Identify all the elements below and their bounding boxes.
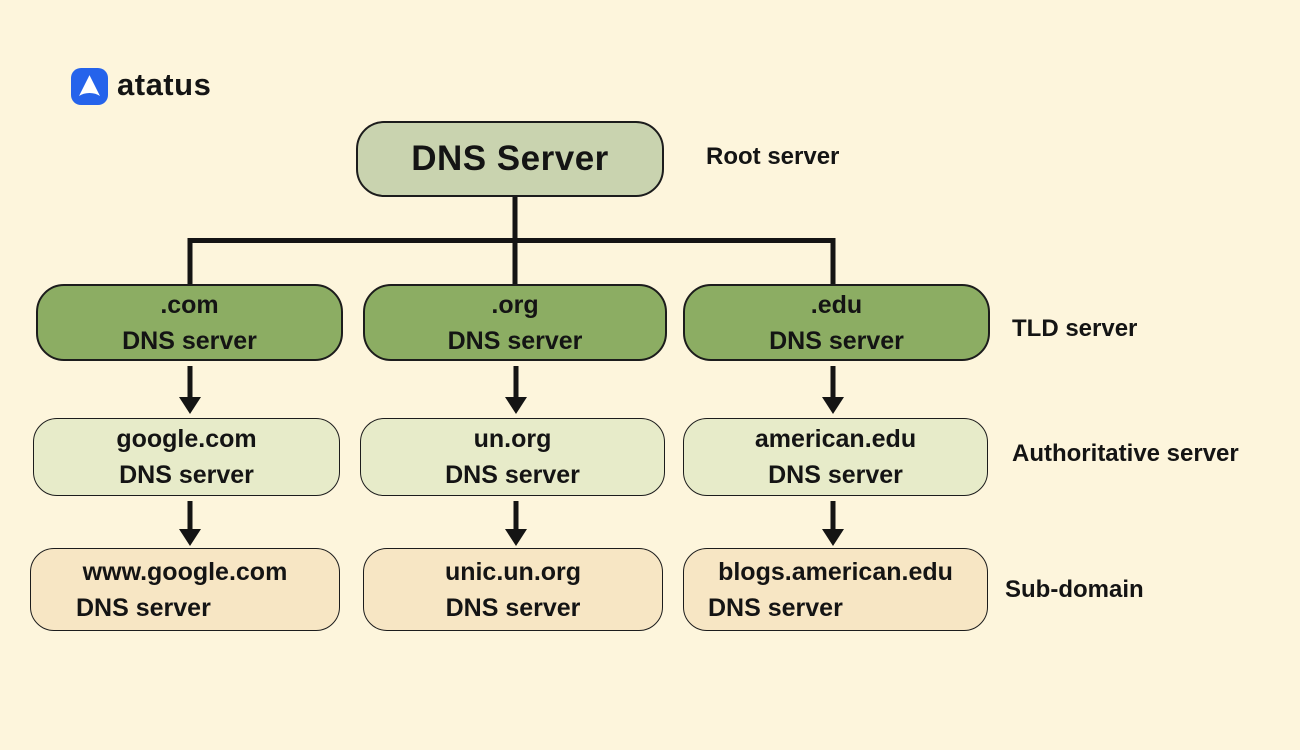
root-node: DNS Server: [356, 121, 664, 197]
sub-node-www-google: www.google.com DNS server: [30, 548, 340, 631]
sub-node-blogs-american: blogs.american.edu DNS server: [683, 548, 988, 631]
node-caption: DNS server: [769, 326, 904, 355]
arrowhead-tld-auth-3: [822, 397, 844, 414]
tld-node-edu: .edu DNS server: [683, 284, 990, 361]
node-domain: .com: [160, 290, 219, 319]
arrowhead-auth-sub-3: [822, 529, 844, 546]
node-domain: .org: [491, 290, 539, 319]
auth-node-un: un.org DNS server: [360, 418, 665, 496]
row-label-subdomain: Sub-domain: [1005, 576, 1144, 603]
node-domain: blogs.american.edu: [718, 557, 953, 586]
node-domain: .edu: [810, 290, 863, 319]
root-node-label: DNS Server: [411, 139, 609, 178]
atatus-logo: atatus: [71, 68, 211, 105]
node-caption: DNS server: [768, 461, 903, 489]
node-caption: DNS server: [445, 461, 580, 489]
node-caption: DNS server: [76, 593, 211, 622]
node-domain: unic.un.org: [444, 557, 582, 586]
node-caption: DNS server: [119, 461, 254, 489]
atatus-arrow-icon: [71, 68, 108, 105]
auth-node-google: google.com DNS server: [33, 418, 340, 496]
tld-node-com: .com DNS server: [36, 284, 343, 361]
auth-node-american: american.edu DNS server: [683, 418, 988, 496]
node-caption: DNS server: [122, 326, 257, 355]
sub-node-unic-un: unic.un.org DNS server: [363, 548, 663, 631]
arrowhead-tld-auth-2: [505, 397, 527, 414]
row-label-tld: TLD server: [1012, 315, 1138, 342]
row-label-authoritative: Authoritative server: [1012, 440, 1239, 467]
tld-node-org: .org DNS server: [363, 284, 667, 361]
node-domain: google.com: [116, 425, 257, 453]
node-caption: DNS server: [708, 593, 843, 622]
node-domain: www.google.com: [82, 557, 288, 586]
node-caption: DNS server: [445, 593, 581, 622]
node-domain: american.edu: [754, 425, 917, 453]
row-label-root: Root server: [706, 143, 840, 170]
brand-name: atatus: [117, 67, 212, 102]
node-caption: DNS server: [447, 326, 583, 355]
arrowhead-auth-sub-1: [179, 529, 201, 546]
arrowhead-auth-sub-2: [505, 529, 527, 546]
arrowhead-tld-auth-1: [179, 397, 201, 414]
node-domain: un.org: [473, 425, 552, 453]
